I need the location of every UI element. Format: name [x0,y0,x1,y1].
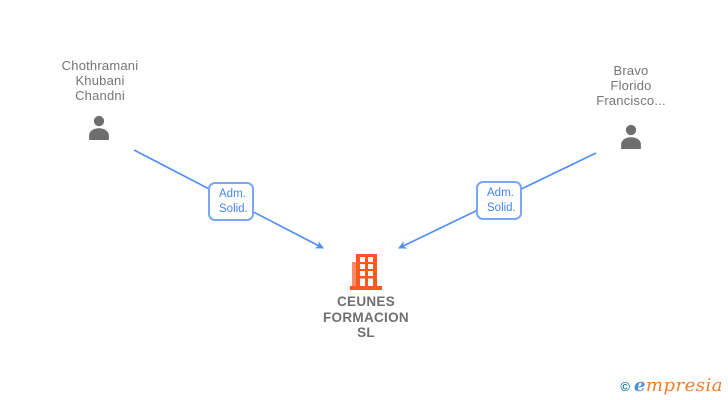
brand-initial: e [633,375,646,396]
company-name-line: FORMACION [323,309,409,325]
copyright-icon: © [620,379,630,394]
person-icon [84,112,114,143]
company-name: CEUNES FORMACION SL [286,294,446,341]
edge-label-adm-solid-left: Adm. Solid. [208,182,254,221]
edge-label-line: Adm. [219,188,246,200]
edge-label-adm-solid-right: Adm. Solid. [476,181,522,220]
brand-text: empresia [634,375,723,396]
person-name-line: Chandni [75,88,125,103]
edge-label-line: Solid. [219,203,248,215]
person-icon [616,121,646,152]
person-name: Bravo Florido Francisco... [551,63,711,108]
person-name-line: Bravo [613,63,649,78]
edge-label-line: Solid. [487,202,516,214]
company-name-line: CEUNES [336,294,396,309]
edge-label-line: Adm. [487,187,514,199]
person-name-line: Francisco... [596,93,666,108]
building-icon [350,254,382,290]
person-name-line: Chothramani [61,58,139,73]
person-name-line: Florido [610,78,652,93]
person-name: Chothramani Khubani Chandni [20,58,180,103]
company-name-line: SL [357,325,375,340]
brand-rest: mpresia [645,375,723,396]
person-name-line: Khubani [75,73,125,88]
empresia-logo[interactable]: © empresia [620,375,723,396]
